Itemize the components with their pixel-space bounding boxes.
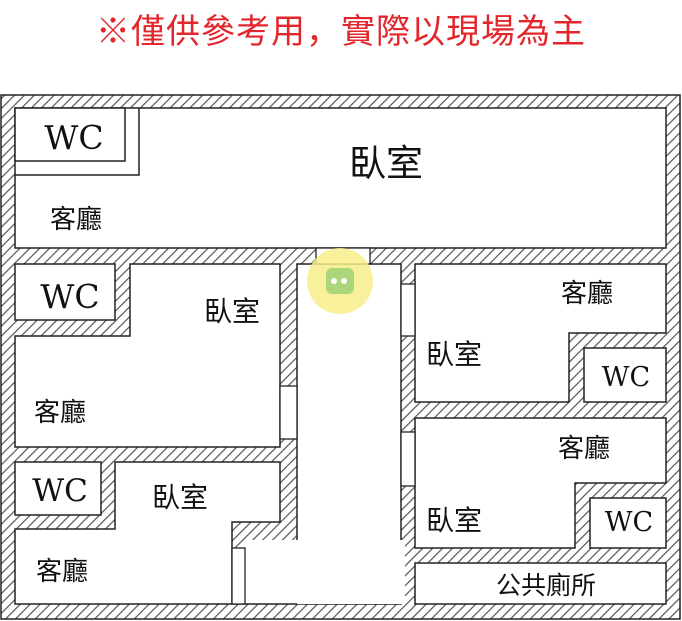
label-lb-bedroom: 臥室 xyxy=(152,481,208,514)
room-right-lower xyxy=(414,417,667,549)
door-left-middle xyxy=(279,385,298,440)
room-left-middle-wc xyxy=(14,263,116,321)
label-ru-bedroom: 臥室 xyxy=(426,338,482,371)
label-lm-wc: WC xyxy=(40,277,99,316)
room-top-wc xyxy=(14,107,126,162)
label-ru-wc: WC xyxy=(602,362,650,393)
label-top-wc: WC xyxy=(44,118,103,157)
room-public-restroom xyxy=(414,562,667,605)
label-lm-living: 客廳 xyxy=(34,398,86,428)
label-rl-bedroom: 臥室 xyxy=(426,504,482,537)
door-left-bottom xyxy=(231,547,246,605)
label-rl-wc: WC xyxy=(605,507,653,538)
label-ru-living: 客廳 xyxy=(561,279,613,309)
door-right-upper-2 xyxy=(400,431,416,487)
room-right-upper-wc xyxy=(583,347,667,403)
room-right-lower-wc xyxy=(589,497,667,549)
corridor-south xyxy=(245,540,405,604)
door-right-upper-1 xyxy=(400,283,416,337)
label-top-living: 客廳 xyxy=(50,205,102,235)
label-top-bedroom: 臥室 xyxy=(349,142,423,185)
label-rl-living: 客廳 xyxy=(558,434,610,464)
disclaimer-text: ※僅供參考用，實際以現場為主 xyxy=(96,12,586,52)
watermark-logo-icon xyxy=(307,248,373,314)
room-left-bottom-wc xyxy=(14,461,102,516)
room-left-middle xyxy=(14,263,281,448)
label-public-restroom: 公共廁所 xyxy=(496,571,596,600)
label-lm-bedroom: 臥室 xyxy=(204,295,260,328)
room-right-upper xyxy=(414,263,667,403)
label-lb-living: 客廳 xyxy=(36,557,88,587)
label-lb-wc: WC xyxy=(32,473,88,509)
